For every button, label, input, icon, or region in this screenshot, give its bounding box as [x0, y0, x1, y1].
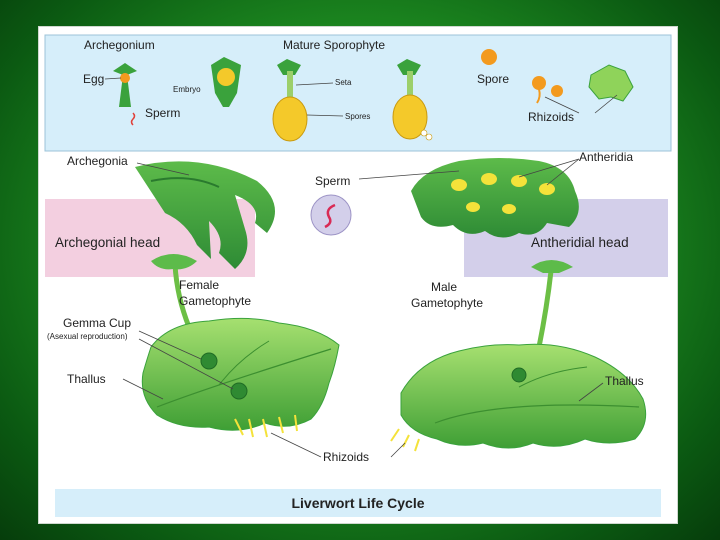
young-thallus-illustration	[588, 64, 634, 102]
male-head-enlarged	[411, 158, 579, 238]
male-head-small	[531, 260, 573, 273]
label-seta: Seta	[335, 78, 352, 87]
label-gemma-note: (Asexual reproduction)	[47, 332, 128, 341]
female-head-enlarged	[135, 161, 275, 269]
sporophyte-illustration-2	[392, 59, 433, 141]
liverwort-diagram: Archegonium Egg Embryo Sperm Seta Spores…	[44, 34, 672, 517]
egg-icon	[120, 73, 130, 83]
diagram-card: Archegonium Egg Embryo Sperm Seta Spores…	[38, 26, 678, 524]
label-gemma-cup: Gemma Cup	[63, 316, 131, 330]
label-sperm-top: Sperm	[145, 106, 180, 120]
male-stalk	[536, 270, 554, 348]
label-embryo: Embryo	[173, 85, 201, 94]
archegonium-illustration	[113, 63, 137, 126]
embryo-illustration	[211, 57, 241, 107]
label-male-2: Gametophyte	[411, 296, 483, 310]
gemma-cup-3	[511, 367, 527, 383]
label-female-1: Female	[179, 278, 219, 292]
spore-icon	[481, 49, 497, 65]
female-thallus	[141, 317, 340, 438]
gemma-cup-2	[230, 382, 248, 400]
label-spores-top: Spores	[345, 112, 370, 121]
gemma-cup-1	[200, 352, 218, 370]
label-spore: Spore	[477, 72, 509, 86]
label-thallus-right: Thallus	[605, 374, 644, 388]
label-archegonium: Archegonium	[84, 38, 155, 52]
label-antheridia: Antheridia	[579, 150, 633, 164]
caption-title: Liverwort Life Cycle	[291, 495, 424, 511]
female-stalk	[172, 264, 192, 328]
label-antheridial-head: Antheridial head	[531, 235, 629, 250]
sporophyte-illustration-1	[272, 59, 308, 142]
sperm-circle	[310, 194, 352, 236]
sperm-icon	[130, 112, 136, 126]
label-egg: Egg	[83, 72, 104, 86]
label-sperm-main: Sperm	[315, 174, 350, 188]
label-male-1: Male	[431, 280, 457, 294]
sperm-icon-large	[324, 203, 336, 229]
label-archegonial-head: Archegonial head	[55, 235, 160, 250]
label-thallus-left: Thallus	[67, 372, 106, 386]
label-rhizoids-top: Rhizoids	[528, 110, 574, 124]
top-panel	[44, 34, 672, 152]
female-head-small	[151, 254, 197, 270]
male-thallus	[390, 343, 647, 452]
caption-bar	[55, 489, 661, 517]
label-rhizoids-main: Rhizoids	[323, 450, 369, 464]
germinating-spore-illustration	[532, 76, 563, 104]
label-female-2: Gametophyte	[179, 294, 251, 308]
label-archegonia: Archegonia	[67, 154, 128, 168]
label-mature-sporophyte: Mature Sporophyte	[283, 38, 385, 52]
